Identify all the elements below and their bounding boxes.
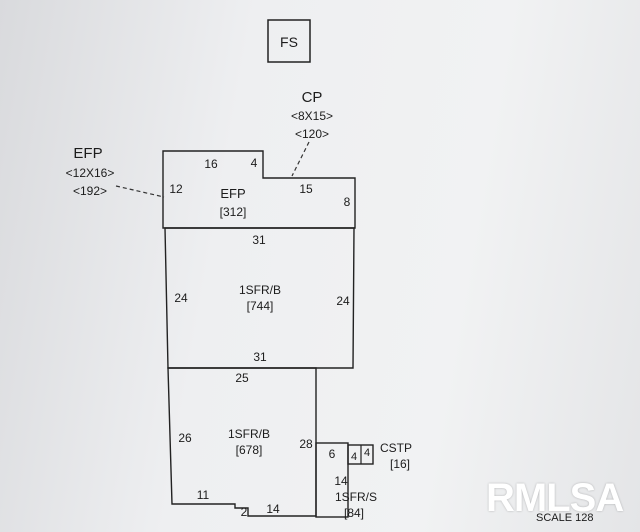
dim-cstp-4-left: 4 bbox=[351, 451, 357, 463]
dim-mid-31-bottom: 31 bbox=[253, 350, 267, 364]
cp-area: <120> bbox=[295, 127, 329, 141]
efp-area: <192> bbox=[73, 184, 107, 198]
efp-name: EFP bbox=[73, 145, 102, 162]
fs-box bbox=[267, 19, 311, 63]
lower-sfr-name: 1SFR/B bbox=[228, 427, 270, 441]
efp-dims: <12X16> bbox=[66, 166, 115, 180]
watermark-logo: RMLSA bbox=[486, 476, 624, 520]
cstp-area: [16] bbox=[390, 457, 410, 471]
cp-name: CP bbox=[302, 89, 323, 106]
dim-s-14: 14 bbox=[334, 474, 348, 488]
efp-room-outline bbox=[162, 150, 356, 229]
upper-sfr-area: [744] bbox=[247, 299, 274, 313]
dim-right-28: 28 bbox=[299, 437, 313, 451]
efp-room-name: EFP bbox=[220, 186, 245, 201]
upper-sfr-room-outline bbox=[164, 227, 355, 369]
lower-sfr-room-outline bbox=[167, 367, 317, 517]
dim-mid-25: 25 bbox=[235, 371, 249, 385]
dim-s-6: 6 bbox=[329, 447, 336, 461]
dim-right-24: 24 bbox=[336, 294, 350, 308]
dim-top-16: 16 bbox=[204, 157, 218, 171]
dim-mid-31-top: 31 bbox=[252, 233, 266, 247]
efp-room-area: [312] bbox=[220, 205, 247, 219]
sunroom-name: 1SFR/S bbox=[335, 490, 377, 504]
cp-leader-line bbox=[291, 141, 310, 177]
fs-label: FS bbox=[280, 34, 298, 50]
cp-dims: <8X15> bbox=[291, 109, 333, 123]
sunroom-outline bbox=[315, 442, 349, 518]
lower-sfr-area: [678] bbox=[236, 443, 263, 457]
dim-bottom-14: 14 bbox=[266, 502, 280, 516]
efp-leader-line bbox=[115, 185, 165, 198]
scale-label: SCALE 128 bbox=[536, 512, 593, 524]
dim-right-8: 8 bbox=[344, 195, 351, 209]
dim-cstp-4-right: 4 bbox=[364, 447, 370, 459]
dim-left-26: 26 bbox=[178, 431, 192, 445]
dim-top-4: 4 bbox=[251, 156, 258, 170]
cstp-name: CSTP bbox=[380, 441, 412, 455]
upper-sfr-name: 1SFR/B bbox=[239, 283, 281, 297]
dim-bottom-11: 11 bbox=[197, 488, 210, 502]
dim-bottom-2: 2 bbox=[241, 505, 248, 519]
dim-left-12: 12 bbox=[169, 182, 183, 196]
dim-top-15: 15 bbox=[299, 182, 313, 196]
dim-left-24: 24 bbox=[174, 291, 188, 305]
sunroom-area: [84] bbox=[344, 506, 364, 520]
